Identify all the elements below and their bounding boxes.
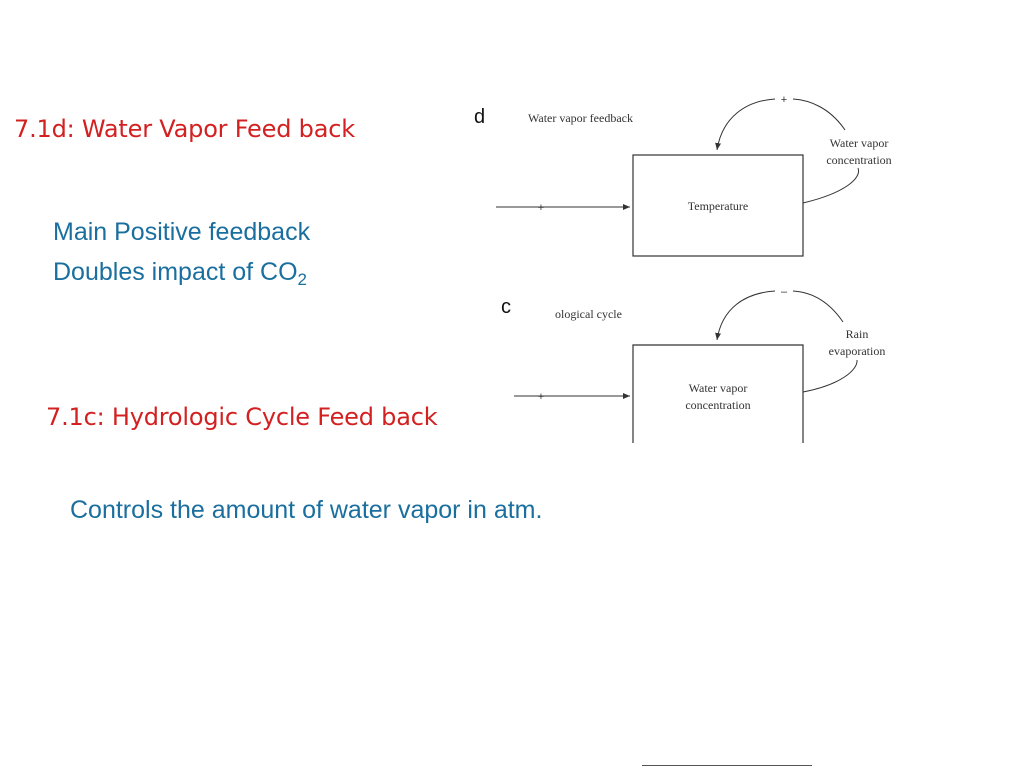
hydrologic-cycle-feedback-title: 7.1c: Hydrologic Cycle Feed back bbox=[46, 403, 438, 431]
panel-c-side-label-line2: evaporation bbox=[829, 344, 886, 358]
panel-c-loop-arrow bbox=[715, 290, 776, 341]
bottom-divider bbox=[642, 765, 812, 766]
temperature-box bbox=[632, 154, 804, 257]
doubles-impact-text: Doubles impact of CO bbox=[53, 258, 298, 286]
panel-d-diagram: Water vapor feedback Temperature + + Wat… bbox=[496, 94, 892, 257]
water-vapor-notes: Main Positive feedback Doubles impact of… bbox=[53, 212, 310, 292]
panel-d-input-sign: + bbox=[538, 202, 544, 214]
water-vapor-feedback-title: 7.1d: Water Vapor Feed back bbox=[14, 115, 355, 143]
panel-c-loop-right bbox=[802, 359, 858, 393]
panel-c-diagram: ological cycle Water vapor concentration… bbox=[514, 286, 885, 443]
temperature-box-label: Temperature bbox=[688, 199, 748, 213]
water-vapor-box-label-line2: concentration bbox=[685, 398, 750, 412]
panel-d-loop-label: Water vapor feedback bbox=[528, 111, 633, 125]
panel-d-loop-arrow bbox=[715, 98, 776, 151]
panel-d-loop-sign: + bbox=[781, 94, 787, 106]
panel-c-input-sign: + bbox=[538, 391, 544, 403]
panel-d-side-label-line2: concentration bbox=[826, 153, 891, 167]
panel-d-loop-top-right bbox=[792, 98, 846, 131]
panel-d-loop-right bbox=[802, 167, 860, 204]
co2-subscript: 2 bbox=[297, 270, 308, 289]
doubles-impact-line: Doubles impact of CO2 bbox=[53, 252, 310, 292]
main-positive-feedback-line: Main Positive feedback bbox=[53, 218, 311, 246]
panel-c-loop-top-right bbox=[792, 290, 844, 323]
hydrologic-note: Controls the amount of water vapor in at… bbox=[70, 496, 543, 524]
water-vapor-box-label-line1: Water vapor bbox=[689, 381, 748, 395]
panel-d-side-label-line1: Water vapor bbox=[830, 136, 889, 150]
panel-c-loop-sign: – bbox=[781, 286, 788, 298]
panel-c-side-label-line1: Rain bbox=[846, 327, 869, 341]
panel-c-letter: c bbox=[501, 296, 511, 318]
water-vapor-box bbox=[632, 344, 804, 443]
panel-d-letter: d bbox=[474, 106, 486, 128]
panel-c-loop-label: ological cycle bbox=[555, 307, 622, 321]
